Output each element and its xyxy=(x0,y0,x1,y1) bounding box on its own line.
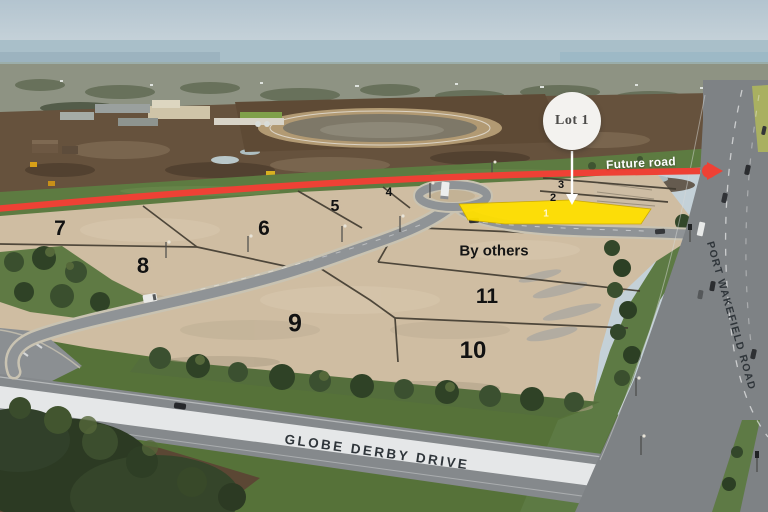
truck-icon xyxy=(440,181,450,200)
grandstand xyxy=(148,100,284,125)
industrial-buildings xyxy=(60,104,270,127)
future-road-line xyxy=(0,167,701,212)
pond xyxy=(211,156,239,164)
lot-1-number-on-highlight: 1 xyxy=(543,208,549,220)
by-others-label: By others xyxy=(459,242,529,260)
lot-number-5: 5 xyxy=(330,198,340,215)
farm-building xyxy=(32,140,78,154)
left-grass-mound xyxy=(0,246,152,320)
lot-1-callout-label: Lot 1 xyxy=(555,113,589,128)
bottom-left-vegetation xyxy=(0,397,768,512)
excavator-icon xyxy=(30,162,275,186)
lot-number-3: 3 xyxy=(557,179,565,191)
infield-green xyxy=(240,112,282,120)
white-van-icon xyxy=(142,293,158,303)
annotation-overlays xyxy=(0,151,723,225)
tree-row xyxy=(130,347,600,418)
port-wakefield-road xyxy=(575,80,768,512)
lot-1-callout: Lot 1 xyxy=(543,92,601,150)
lot-boundary-lines xyxy=(0,177,677,363)
lot-number-2: 2 xyxy=(549,192,557,204)
lot-number-8: 8 xyxy=(136,253,150,278)
sky-and-horizon xyxy=(0,0,768,75)
lot-number-6: 6 xyxy=(258,217,270,240)
racetrack xyxy=(32,94,565,154)
lot-number-11: 11 xyxy=(475,285,499,308)
lot-number-4: 4 xyxy=(385,185,393,199)
lot-number-9: 9 xyxy=(288,309,302,338)
lot-number-7: 7 xyxy=(54,217,66,240)
lot-callout-arrowhead-icon xyxy=(566,194,578,205)
highway-truck-icon xyxy=(696,221,706,237)
street-lights xyxy=(165,160,759,472)
traffic-light-icon xyxy=(688,224,759,472)
lot-number-10: 10 xyxy=(459,337,487,364)
